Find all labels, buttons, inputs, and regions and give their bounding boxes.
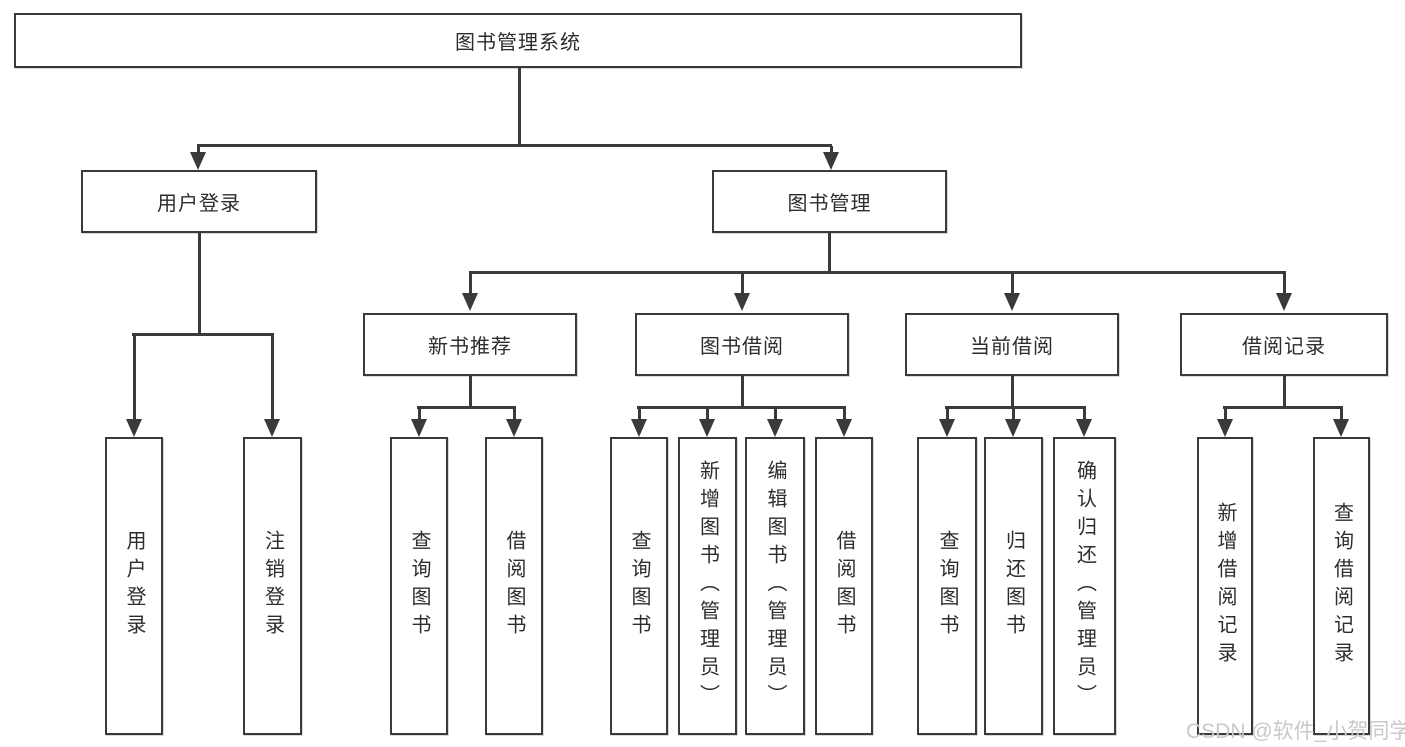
node-user-login: 用户登录 [81,170,317,233]
arrow-down-icon [699,419,715,437]
node-book-management: 图书管理 [712,170,947,233]
connector-drop-recommend [469,273,472,297]
connector-drop-user-login [197,146,200,156]
node-label: 用户登录 [157,193,241,215]
connector-drop-borrow [741,273,744,297]
arrow-down-icon [411,419,427,437]
node-leaf-query-books-borrow: 查询图书 [610,437,668,735]
node-leaf-add-books-admin: 新增图书（管理员） [678,437,737,735]
connector-borrow-rail [637,406,846,409]
connector-drop-leaf [1340,408,1343,423]
node-root-system: 图书管理系统 [14,13,1022,68]
connector-drop-leaf [774,408,777,423]
node-label: 图书管理系统 [455,32,581,54]
node-leaf-confirm-return-admin: 确认归还（管理员） [1053,437,1116,735]
connector-drop-leaf [1012,408,1015,423]
node-label: 确认归还（管理员） [1073,460,1096,712]
node-label: 新增图书（管理员） [696,460,719,712]
arrow-down-icon [1217,419,1233,437]
node-leaf-borrow-books-recommend: 借阅图书 [485,437,543,735]
node-label: 编辑图书（管理员） [764,460,786,712]
node-label: 借阅记录 [1242,336,1326,358]
connector-records-rail [1223,406,1343,409]
connector-recommend-rail [417,406,516,409]
node-label: 查询图书 [936,530,958,642]
node-leaf-user-login: 用户登录 [105,437,163,735]
arrow-down-icon [1005,419,1021,437]
connector-drop-book-mgmt [830,146,833,156]
connector-drop-current [1011,273,1014,297]
node-label: 新增借阅记录 [1214,502,1236,670]
node-label: 借阅图书 [833,530,855,642]
node-book-borrowing: 图书借阅 [635,313,849,376]
node-leaf-query-books-recommend: 查询图书 [390,437,448,735]
node-label: 图书借阅 [700,336,784,358]
connector-root-stem [518,68,521,147]
node-leaf-return-books: 归还图书 [984,437,1043,735]
arrow-down-icon [1276,293,1292,311]
arrow-down-icon [126,419,142,437]
connector-user-rail [132,333,274,336]
node-leaf-add-borrow-record: 新增借阅记录 [1197,437,1253,735]
connector-drop-leaf [133,335,136,423]
node-label: 查询图书 [408,530,430,642]
connector-drop-leaf [843,408,846,423]
node-label: 用户登录 [123,530,145,642]
arrow-down-icon [767,419,783,437]
arrow-down-icon [1076,419,1092,437]
connector-user-stem [198,233,201,336]
node-label: 新书推荐 [428,336,512,358]
node-label: 图书管理 [787,193,872,215]
arrow-down-icon [836,419,852,437]
connector-drop-leaf [706,408,709,423]
connector-drop-leaf [1224,408,1227,423]
watermark: CSDN @软件_小贺同学 [1186,720,1405,743]
arrow-down-icon [264,419,280,437]
node-new-book-recommend: 新书推荐 [363,313,577,376]
connector-mgmt-stem [828,233,831,274]
arrow-down-icon [1333,419,1349,437]
connector-drop-leaf [271,335,274,423]
node-leaf-query-borrow-record: 查询借阅记录 [1313,437,1370,735]
node-label: 查询借阅记录 [1330,502,1353,670]
arrow-down-icon [734,293,750,311]
connector-recommend-stem [469,376,472,409]
connector-drop-leaf [418,408,421,423]
node-borrowing-records: 借阅记录 [1180,313,1388,376]
connector-drop-leaf [946,408,949,423]
node-leaf-borrow-books: 借阅图书 [815,437,873,735]
connector-current-rail [945,406,1086,409]
connector-drop-leaf [513,408,516,423]
arrow-down-icon [1004,293,1020,311]
arrow-down-icon [939,419,955,437]
connector-drop-leaf [1083,408,1086,423]
connector-level1-rail [197,144,832,147]
arrow-down-icon [506,419,522,437]
connector-drop-leaf [638,408,641,423]
node-leaf-query-books-current: 查询图书 [917,437,977,735]
connector-records-stem [1283,376,1286,409]
arrow-down-icon [190,152,206,170]
connector-level2-rail [469,271,1286,274]
arrow-down-icon [631,419,647,437]
node-label: 借阅图书 [503,530,525,642]
node-label: 查询图书 [628,530,650,642]
node-label: 注销登录 [261,530,284,642]
node-leaf-logout: 注销登录 [243,437,302,735]
connector-drop-records [1283,273,1286,297]
node-label: 当前借阅 [970,336,1054,358]
arrow-down-icon [823,152,839,170]
connector-borrow-stem [741,376,744,409]
node-current-borrowing: 当前借阅 [905,313,1119,376]
arrow-down-icon [462,293,478,311]
node-leaf-edit-books-admin: 编辑图书（管理员） [745,437,805,735]
node-label: 归还图书 [1002,530,1025,642]
connector-current-stem [1011,376,1014,409]
